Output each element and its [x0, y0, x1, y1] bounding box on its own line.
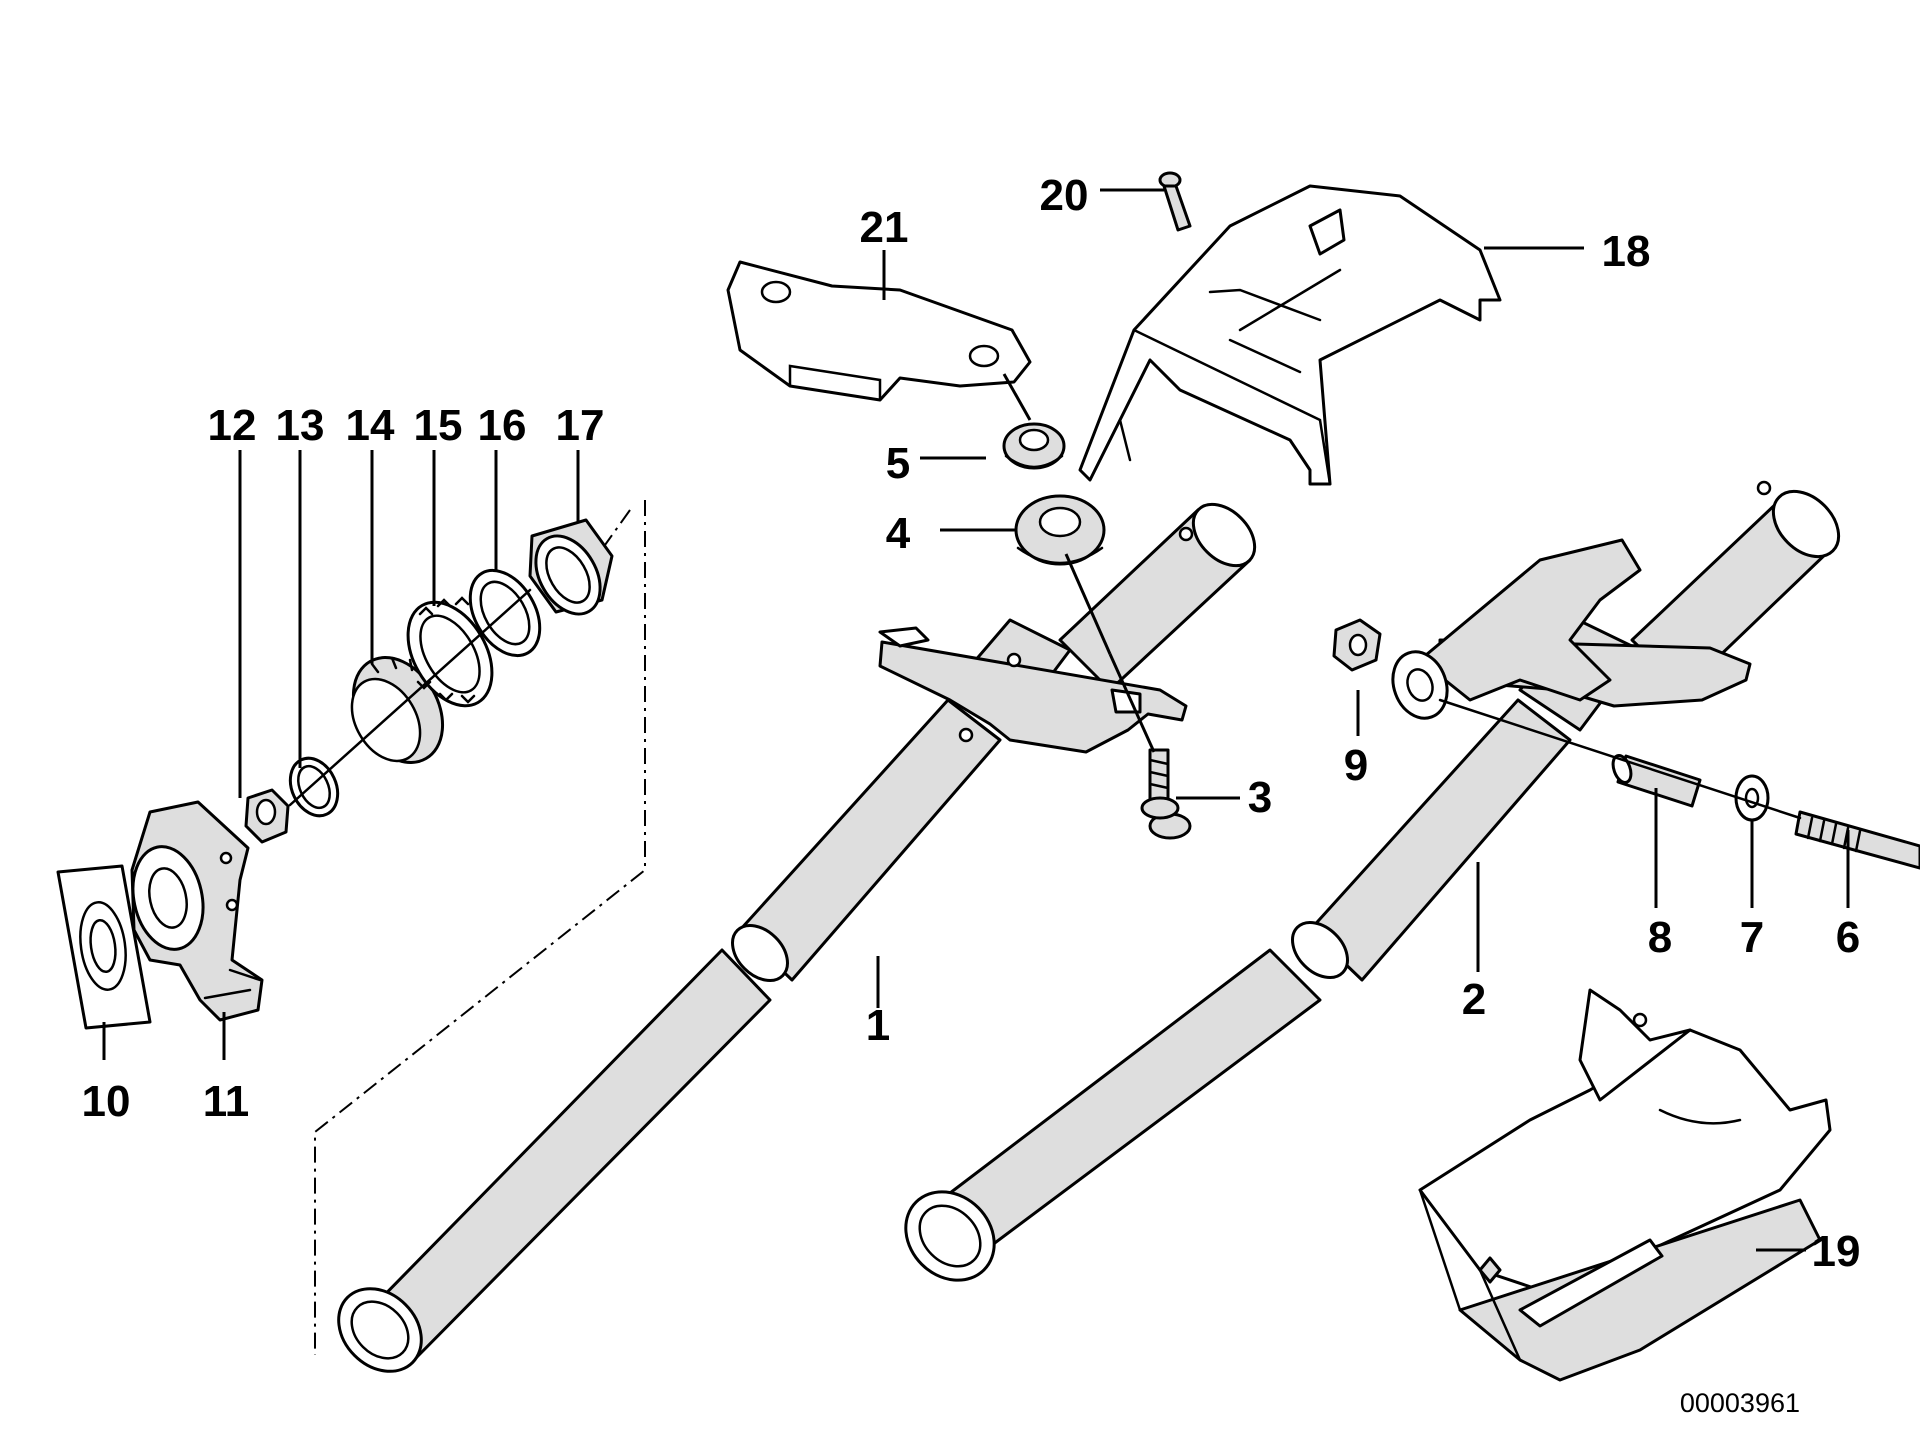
part-2-adjustable-steering-column	[904, 480, 1841, 1282]
callout-19: 19	[1812, 1227, 1861, 1276]
callout-10: 10	[82, 1077, 131, 1126]
bearing-axis-line	[288, 588, 532, 807]
callout-13: 13	[276, 401, 325, 450]
part-21-bracket-plate	[726, 260, 1032, 402]
callout-21: 21	[860, 203, 909, 252]
callout-2: 2	[1462, 975, 1486, 1024]
callout-20: 20	[1040, 171, 1089, 220]
callout-15: 15	[414, 401, 463, 450]
callout-14: 14	[346, 401, 395, 450]
callout-5: 5	[886, 439, 910, 488]
callout-17: 17	[556, 401, 605, 450]
callout-18: 18	[1602, 227, 1651, 276]
part-4-grommet	[1014, 494, 1106, 566]
part-17-bushing	[528, 518, 614, 616]
part-20-screw	[1158, 171, 1192, 232]
part-19-lower-trim-cover	[1418, 988, 1832, 1382]
callout-7: 7	[1740, 913, 1764, 962]
part-10-gasket-plate	[56, 864, 152, 1030]
part-11-bearing-housing	[130, 800, 264, 1022]
callout-8: 8	[1648, 913, 1672, 962]
callout-11: 11	[203, 1077, 250, 1126]
callout-3: 3	[1248, 773, 1272, 822]
callout-1: 1	[866, 1001, 890, 1050]
callout-12: 12	[208, 401, 257, 450]
part-3-screw	[1140, 748, 1192, 840]
part-18-upper-trim-cover	[1078, 184, 1502, 486]
part-6-bolt	[1794, 810, 1920, 870]
bolt-axis-line	[1438, 698, 1802, 820]
callout-numbers: 1 2 3 4 5 6 7 8 9 10 11 12 13 14 15 16 1…	[82, 171, 1861, 1276]
document-number: 00003961	[1680, 1388, 1800, 1418]
part-1-steering-column	[337, 502, 1257, 1373]
leader-lines	[102, 188, 1850, 1252]
callout-9: 9	[1344, 741, 1368, 790]
callout-4: 4	[886, 509, 911, 558]
callout-16: 16	[478, 401, 527, 450]
callout-6: 6	[1836, 913, 1860, 962]
part-12-nut	[244, 788, 290, 844]
part-9-nut	[1332, 618, 1382, 672]
part-5-grommet	[1002, 422, 1066, 470]
